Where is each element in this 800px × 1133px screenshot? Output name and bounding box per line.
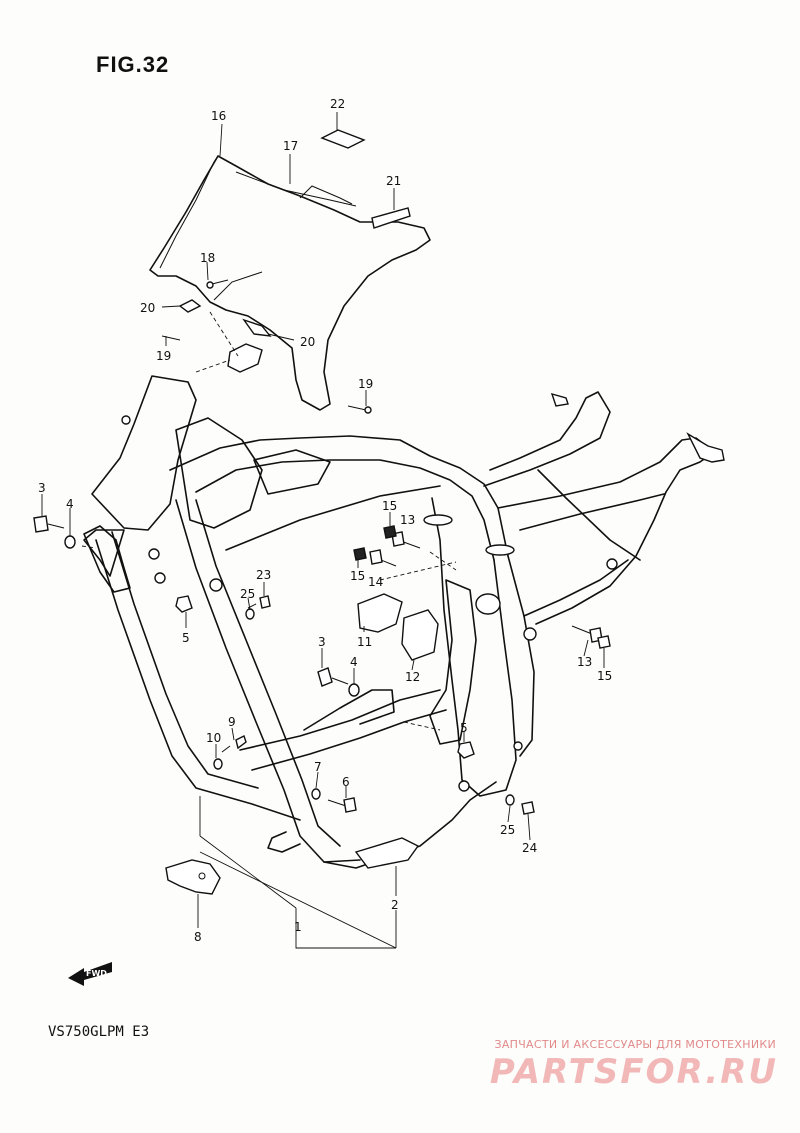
callout-3a: 3 [38, 481, 46, 495]
callout-15b: 15 [350, 569, 365, 583]
callout-5b: 5 [460, 721, 468, 735]
loose-parts-drawing [33, 279, 611, 895]
fwd-arrow: FWD [68, 962, 112, 986]
dashed-guides [81, 311, 457, 731]
callout-16: 16 [211, 109, 226, 123]
callout-20b: 20 [300, 335, 315, 349]
callout-17: 17 [283, 139, 298, 153]
fwd-label: FWD [86, 969, 107, 978]
callout-19a: 19 [156, 349, 171, 363]
figure-title: FIG.32 [96, 52, 170, 77]
callout-1: 1 [294, 920, 302, 934]
callout-4b: 4 [350, 655, 358, 669]
callout-5a: 5 [182, 631, 190, 645]
callout-2: 2 [391, 898, 399, 912]
callout-13a: 13 [400, 513, 415, 527]
callout-14: 14 [368, 575, 383, 589]
callout-15c: 15 [597, 669, 612, 683]
callout-8: 8 [194, 930, 202, 944]
callout-25b: 25 [500, 823, 515, 837]
side-cover-drawing [149, 155, 431, 411]
callout-23: 23 [256, 568, 271, 582]
callout-6: 6 [342, 775, 350, 789]
callout-4a: 4 [66, 497, 74, 511]
main-frame-drawing [83, 375, 725, 869]
callout-labels: 1 2 3 3 4 4 5 5 6 7 8 9 10 11 12 13 13 1… [38, 97, 612, 944]
callout-20a: 20 [140, 301, 155, 315]
callout-9: 9 [228, 715, 236, 729]
callout-21: 21 [386, 174, 401, 188]
callout-25a: 25 [240, 587, 255, 601]
callout-13b: 13 [577, 655, 592, 669]
callout-11: 11 [357, 635, 372, 649]
callout-24: 24 [522, 841, 537, 855]
callout-7: 7 [314, 760, 322, 774]
emblem-22 [320, 129, 366, 149]
callout-12: 12 [405, 670, 420, 684]
callout-19b: 19 [358, 377, 373, 391]
pad-21 [371, 207, 411, 229]
callout-3b: 3 [318, 635, 326, 649]
callout-18: 18 [200, 251, 215, 265]
model-code: VS750GLPM E3 [48, 1024, 150, 1040]
watermark-logo: PARTSFOR.RU [489, 1052, 778, 1092]
callout-15a: 15 [382, 499, 397, 513]
watermark-tagline: ЗАПЧАСТИ И АКСЕССУАРЫ ДЛЯ МОТОТЕХНИКИ [494, 1038, 776, 1051]
callout-22: 22 [330, 97, 345, 111]
callout-10: 10 [206, 731, 221, 745]
leader-lines [41, 112, 605, 949]
